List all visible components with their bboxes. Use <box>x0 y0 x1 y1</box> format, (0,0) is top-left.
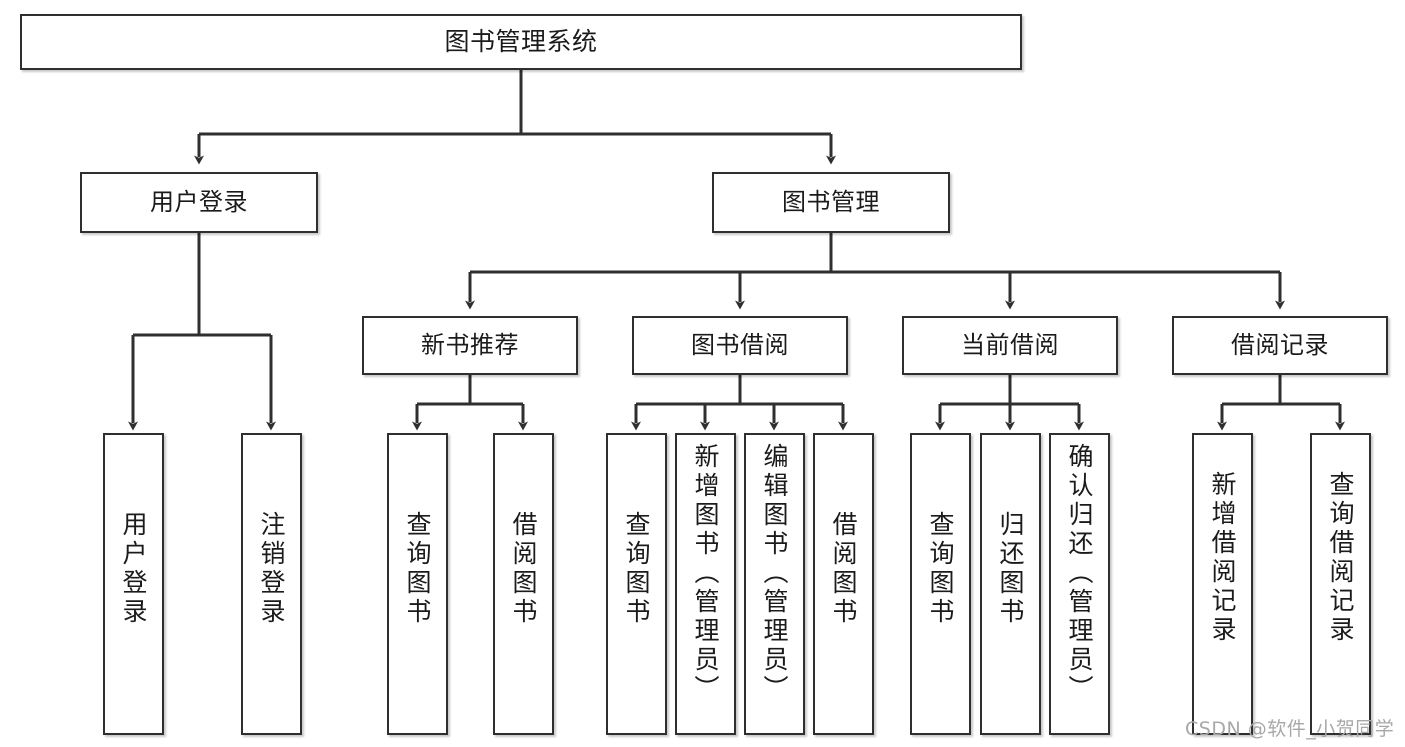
node-label: 新增借阅记录 <box>1208 471 1237 645</box>
watermark-text: CSDN @软件_小贺同学 <box>1185 718 1395 740</box>
node-label: 查询图书 <box>622 511 651 627</box>
leaf-borrow-edit-book[interactable]: 编辑图书（管理员） <box>744 433 805 735</box>
leaf-current-return-book[interactable]: 归还图书 <box>980 433 1041 735</box>
node-borrow-record[interactable]: 借阅记录 <box>1172 316 1388 375</box>
node-root-system[interactable]: 图书管理系统 <box>20 14 1022 70</box>
node-label: 借阅图书 <box>509 511 538 627</box>
node-label: 图书管理 <box>782 188 880 217</box>
node-label: 借阅图书 <box>829 511 858 627</box>
node-label: 查询借阅记录 <box>1326 471 1355 645</box>
leaf-borrow-do-book[interactable]: 借阅图书 <box>813 433 874 735</box>
node-label: 用户登录 <box>119 511 148 627</box>
node-label: 编辑图书（管理员） <box>760 443 789 704</box>
leaf-logout[interactable]: 注销登录 <box>241 433 302 735</box>
node-label: 新增图书（管理员） <box>691 443 720 704</box>
node-label: 归还图书 <box>996 511 1025 627</box>
node-label: 图书管理系统 <box>444 27 598 57</box>
node-label: 注销登录 <box>257 511 286 627</box>
leaf-record-search[interactable]: 查询借阅记录 <box>1310 433 1371 735</box>
node-label: 图书借阅 <box>691 331 789 360</box>
leaf-current-confirm-return[interactable]: 确认归还（管理员） <box>1049 433 1110 735</box>
node-current-borrow[interactable]: 当前借阅 <box>902 316 1118 375</box>
leaf-record-add[interactable]: 新增借阅记录 <box>1192 433 1253 735</box>
leaf-borrow-add-book[interactable]: 新增图书（管理员） <box>675 433 736 735</box>
node-label: 用户登录 <box>150 188 248 217</box>
node-book-manage[interactable]: 图书管理 <box>712 172 950 233</box>
leaf-rec-borrow-book[interactable]: 借阅图书 <box>493 433 554 735</box>
leaf-rec-query-book[interactable]: 查询图书 <box>387 433 448 735</box>
node-label: 确认归还（管理员） <box>1065 443 1094 704</box>
node-label: 当前借阅 <box>961 331 1059 360</box>
node-label: 新书推荐 <box>421 331 519 360</box>
node-label: 借阅记录 <box>1231 331 1329 360</box>
node-label: 查询图书 <box>926 511 955 627</box>
node-user-login[interactable]: 用户登录 <box>80 172 318 233</box>
node-book-borrow[interactable]: 图书借阅 <box>632 316 848 375</box>
leaf-user-login[interactable]: 用户登录 <box>103 433 164 735</box>
leaf-borrow-query-book[interactable]: 查询图书 <box>606 433 667 735</box>
node-label: 查询图书 <box>403 511 432 627</box>
leaf-current-query-book[interactable]: 查询图书 <box>910 433 971 735</box>
node-new-book-recommend[interactable]: 新书推荐 <box>362 316 578 375</box>
